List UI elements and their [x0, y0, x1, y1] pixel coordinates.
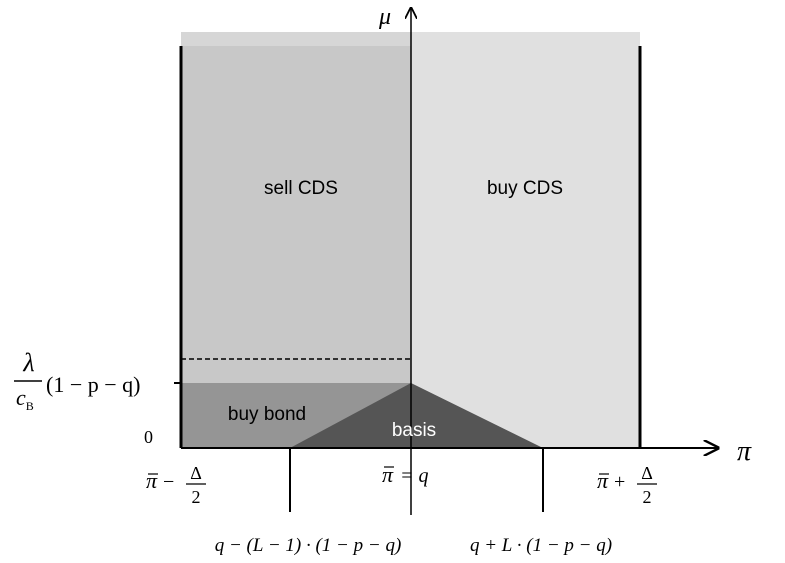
label-buy-bond: buy bond — [228, 404, 306, 425]
delta-left: Δ — [190, 463, 202, 483]
x-axis-label: π — [737, 436, 752, 467]
x-tick-left-label: π − Δ 2 — [146, 463, 206, 507]
threshold-den-sub: B — [26, 399, 34, 413]
pi-right: π — [597, 468, 609, 493]
plus-right: + — [609, 471, 630, 493]
threshold-den-base: c — [16, 385, 26, 410]
region-sell-cds — [181, 46, 411, 448]
delta-right: Δ — [641, 463, 653, 483]
pi-left: π — [146, 468, 158, 493]
x-tick-center-label: π = q — [382, 462, 429, 487]
two-left: 2 — [192, 487, 201, 507]
eq-center: = q — [395, 465, 429, 487]
region-basis — [290, 383, 543, 448]
label-buy-cds: buy CDS — [487, 178, 563, 199]
x-tick-lower-left-label: q − (L − 1) · (1 − p − q) — [215, 535, 402, 556]
threshold-numerator: λ — [22, 348, 34, 377]
y-zero-label: 0 — [144, 427, 153, 447]
label-basis: basis — [392, 420, 436, 441]
x-tick-right-label: π + Δ 2 — [597, 463, 657, 507]
x-tick-lower-right-label: q + L · (1 − p − q) — [470, 535, 612, 556]
label-sell-cds: sell CDS — [264, 178, 338, 199]
two-right: 2 — [643, 487, 652, 507]
minus-left: − — [158, 471, 179, 493]
pi-center: π — [382, 462, 394, 487]
threshold-denominator: cB — [16, 385, 34, 413]
y-axis-label: μ — [378, 4, 391, 30]
y-threshold-label: λ cB (1 − p − q) — [14, 348, 140, 413]
threshold-rest: (1 − p − q) — [46, 372, 140, 397]
region-buy-cds — [411, 32, 640, 448]
